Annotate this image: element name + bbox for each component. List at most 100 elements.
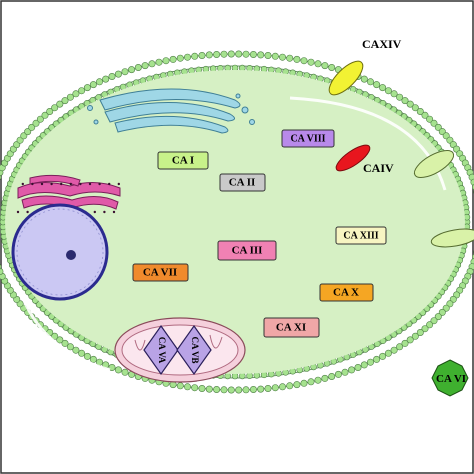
lipid-head	[271, 52, 279, 60]
lipid-head	[300, 379, 308, 387]
lipid-head	[220, 386, 228, 394]
lipid-head	[307, 58, 315, 66]
lipid-head	[360, 75, 368, 83]
lipid-head	[328, 372, 336, 380]
golgi-apparatus	[87, 88, 255, 134]
ca-i-box: CA I	[157, 151, 209, 170]
nucleus	[11, 203, 109, 301]
lipid-head	[28, 123, 36, 131]
lipid-head	[401, 97, 409, 105]
ca-iv-protein: CAIV	[335, 144, 394, 175]
membrane-channel	[413, 150, 455, 178]
lipid-head	[314, 376, 322, 384]
lipid-head	[134, 64, 142, 72]
lipid-head	[114, 70, 122, 78]
ca-iii-label: CA III	[232, 245, 263, 257]
lipid-head	[396, 343, 404, 351]
lipid-head	[96, 78, 104, 86]
lipid-head	[56, 100, 64, 108]
lipid-head	[66, 343, 74, 351]
lipid-head	[334, 370, 342, 378]
lipid-head	[307, 378, 315, 386]
lipid-head	[220, 50, 228, 58]
lipid-head	[249, 385, 257, 393]
lipid-head	[41, 111, 49, 119]
ca-va-marker: CA VA	[143, 324, 179, 376]
lipid-head	[72, 346, 80, 354]
ca-i-label: CA I	[172, 155, 194, 167]
ribosome-dot	[98, 182, 101, 186]
lipid-head	[198, 384, 206, 392]
lipid-head	[121, 68, 129, 76]
lipid-head	[56, 336, 64, 344]
ca-vii-label: CA VII	[143, 267, 177, 279]
lipid-head	[36, 115, 44, 123]
lipid-head	[396, 93, 404, 101]
lipid-head	[379, 352, 387, 360]
ribosome-dot	[79, 182, 82, 186]
lipid-head	[434, 313, 442, 321]
ca-vii-box: CA VII	[132, 263, 189, 282]
ribosome-dot	[21, 182, 24, 186]
ribosome-dot	[69, 182, 73, 186]
lipid-head	[51, 104, 59, 112]
lipid-head	[249, 50, 257, 58]
lipid-head	[83, 84, 91, 92]
endoplasmic-reticulum	[17, 174, 121, 210]
lipid-head	[108, 363, 116, 371]
lipid-head	[293, 381, 301, 389]
lipid-head	[446, 300, 454, 308]
lipid-head	[286, 54, 294, 62]
lipid-head	[108, 73, 116, 81]
lipid-head	[411, 104, 419, 112]
lipid-head	[360, 361, 368, 369]
lipid-head	[102, 75, 110, 83]
lipid-head	[169, 55, 177, 63]
lipid-head	[430, 317, 438, 325]
ribosome-dot	[50, 182, 53, 186]
ca-vi-marker: CA VI	[431, 359, 469, 397]
lipid-head	[278, 383, 286, 391]
lipid-head	[348, 366, 356, 374]
lipid-head	[373, 81, 381, 89]
lipid-head	[235, 50, 243, 58]
ca-x-label: CA X	[333, 287, 359, 299]
lipid-head	[205, 385, 213, 393]
lipid-head	[411, 332, 419, 340]
lipid-head	[390, 346, 398, 354]
ca-xiv-label: CAXIV	[362, 37, 402, 51]
lipid-head	[191, 384, 199, 392]
lipid-head	[191, 52, 199, 60]
lipid-head	[426, 321, 434, 329]
lipid-head	[300, 57, 308, 65]
lipid-head	[321, 374, 329, 382]
lipid-head	[390, 90, 398, 98]
lipid-head	[61, 97, 69, 105]
lipid-head	[366, 78, 374, 86]
ribosome-dot	[26, 210, 29, 214]
ca-xiii-label: CA XIII	[343, 230, 378, 241]
lipid-head	[321, 62, 329, 70]
cytoplasm-highlight	[18, 289, 111, 372]
ca-xiii-box: CA XIII	[335, 226, 387, 245]
lipid-head	[242, 50, 250, 58]
lipid-head	[227, 386, 235, 394]
lipid-head	[235, 386, 243, 394]
ribosome-dot	[40, 182, 44, 186]
lipid-head	[328, 64, 336, 72]
membrane-channel	[430, 228, 474, 248]
lipid-head	[341, 368, 349, 376]
lipid-head	[416, 108, 424, 116]
ca-iv-label: CAIV	[363, 161, 394, 175]
lipid-head	[83, 352, 91, 360]
ribosome-dot	[112, 210, 116, 214]
lipid-head	[421, 111, 429, 119]
lipid-head	[264, 51, 272, 59]
lipid-head	[184, 383, 192, 391]
lipid-head	[354, 363, 362, 371]
ribosome-dot	[108, 182, 111, 186]
lipid-head	[379, 84, 387, 92]
ribosome-dot	[103, 210, 106, 214]
lipid-head	[32, 119, 40, 127]
ribosome-dot	[88, 182, 92, 186]
